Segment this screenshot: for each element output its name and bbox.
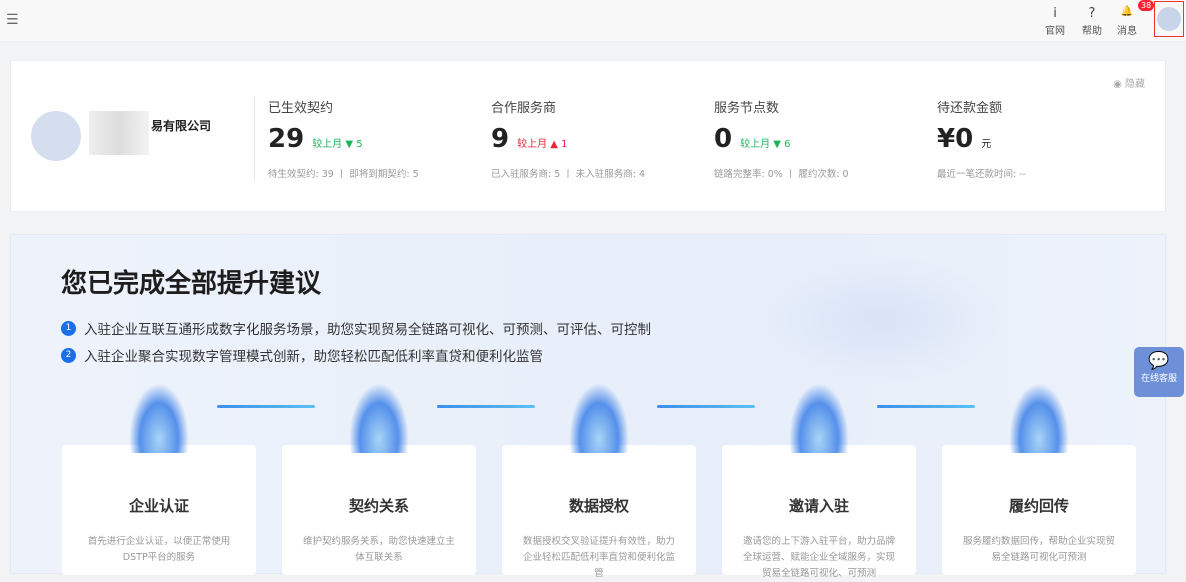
hide-button[interactable]: ◉ 隐藏 <box>1113 79 1145 90</box>
stat-sub: 待生效契约: 39 丨 即将到期契约: 5 <box>268 169 419 180</box>
stat-title: 待还款金额 <box>937 101 1003 116</box>
cloud-icon <box>1009 383 1069 453</box>
contract-icon <box>349 383 409 453</box>
stat-compare: 较上月 ▲ 1 <box>517 139 568 150</box>
site-logo-icon: ⅰ <box>1053 6 1057 21</box>
label: 帮助 <box>1082 26 1102 37</box>
step-card-contract[interactable]: 契约关系维护契约服务关系，助您快速建立主体互联关系 <box>282 445 476 575</box>
step-connector <box>657 405 755 408</box>
banner-illustration <box>751 255 1011 385</box>
step-connector <box>217 405 315 408</box>
stat-title: 合作服务商 <box>491 101 557 116</box>
stat-value: 29 <box>268 124 305 154</box>
menu-fold-icon[interactable]: ☰ <box>6 12 19 28</box>
online-support-button[interactable]: 💬 在线客服 <box>1134 347 1184 397</box>
shield-icon <box>129 383 189 453</box>
message-count-badge: 38 <box>1138 0 1155 11</box>
company-avatar <box>31 111 81 161</box>
step-connector <box>437 405 535 408</box>
stat-value: 0 <box>714 124 733 154</box>
stat-unit: 元 <box>981 139 992 150</box>
user-avatar-button[interactable] <box>1154 1 1184 37</box>
blurred-company-name <box>89 111 149 155</box>
magnet-icon <box>789 383 849 453</box>
messages-button[interactable]: 🔔 消息 <box>1112 6 1142 37</box>
stat-sub: 链路完整率: 0% 丨 履约次数: 0 <box>714 169 849 180</box>
stat-compare: 较上月 ▼ 6 <box>740 139 791 150</box>
stat-service-nodes: 服务节点数 0 较上月 ▼ 6 链路完整率: 0% 丨 履约次数: 0 <box>714 97 849 180</box>
step-card-verification[interactable]: 企业认证首先进行企业认证，以便正常使用DSTP平台的服务 <box>62 445 256 575</box>
hide-label: 隐藏 <box>1125 79 1145 90</box>
top-bar: ☰ ⅰ 官网 ? 帮助 🔔 消息 38 <box>0 0 1186 42</box>
banner-title: 您已完成全部提升建议 <box>61 269 322 299</box>
official-site-button[interactable]: ⅰ 官网 <box>1040 6 1070 37</box>
stat-partners: 合作服务商 9 较上月 ▲ 1 已入驻服务商: 5 丨 未入驻服务商: 4 <box>491 97 645 180</box>
step-card-data-auth[interactable]: 数据授权数据授权交叉验证提升有效性，助力企业轻松匹配低利率直贷和便利化监管 <box>502 445 696 579</box>
authorization-icon <box>569 383 629 453</box>
stat-title: 已生效契约 <box>268 101 334 116</box>
divider <box>254 97 255 181</box>
stat-value: ¥0 <box>937 124 974 154</box>
stat-title: 服务节点数 <box>714 101 780 116</box>
stat-active-contracts: 已生效契约 29 较上月 ▼ 5 待生效契约: 39 丨 即将到期契约: 5 <box>268 97 419 180</box>
summary-card: ◉ 隐藏 易有限公司 已生效契约 29 较上月 ▼ 5 待生效契约: 39 丨 即… <box>10 60 1166 212</box>
bell-icon: 🔔 <box>1120 6 1134 17</box>
label: 官网 <box>1045 26 1065 37</box>
step-connector <box>877 405 975 408</box>
stat-compare: 较上月 ▼ 5 <box>312 139 363 150</box>
stat-sub: 最近一笔还款时间: -- <box>937 169 1027 180</box>
stat-sub: 已入驻服务商: 5 丨 未入驻服务商: 4 <box>491 169 646 180</box>
chat-label: 在线客服 <box>1140 374 1177 384</box>
help-icon: ? <box>1088 6 1096 21</box>
step-card-invite[interactable]: 邀请入驻邀请您的上下游入驻平台，助力品牌全球运营、赋能企业全域服务，实现贸易全链… <box>722 445 916 579</box>
stat-repayment: 待还款金额 ¥0 元 最近一笔还款时间: -- <box>937 97 1026 180</box>
chat-icon: 💬 <box>1148 351 1170 371</box>
help-button[interactable]: ? 帮助 <box>1077 6 1107 37</box>
label: 消息 <box>1117 26 1137 37</box>
stat-value: 9 <box>491 124 510 154</box>
step-card-fulfillment[interactable]: 履约回传服务履约数据回传，帮助企业实现贸易全链路可视化可预测 <box>942 445 1136 575</box>
company-name: 易有限公司 <box>151 119 212 133</box>
avatar-icon <box>1157 7 1181 31</box>
